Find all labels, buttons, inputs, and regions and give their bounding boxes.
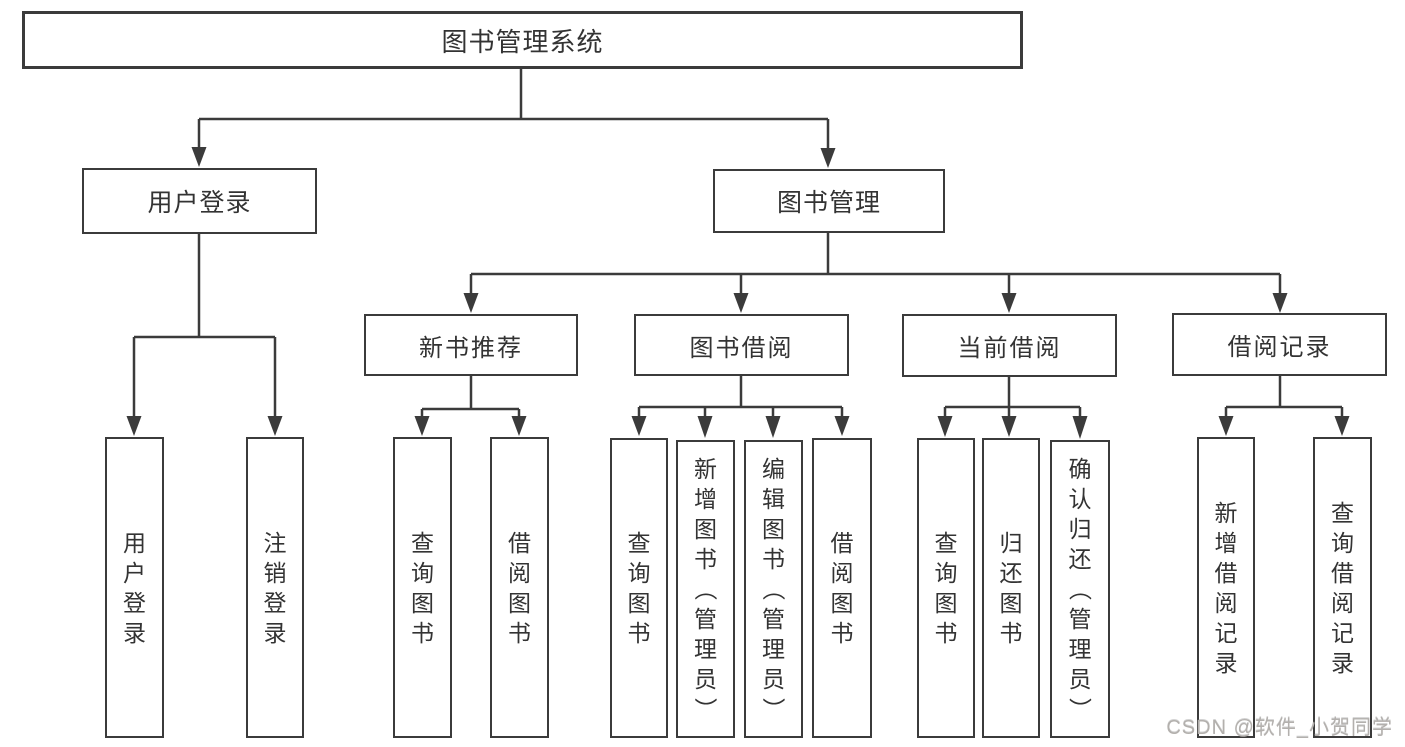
- arrowheads-level3: [463, 293, 1288, 313]
- connector-newbook-to-leaves: [420, 376, 521, 419]
- leaf-current-query-book: 查询图书: [917, 438, 975, 738]
- arrowheads-userlogin-leaves: [126, 416, 283, 436]
- arrowheads-level2: [191, 147, 836, 168]
- arrowheads-borrow-leaves: [631, 416, 850, 438]
- node-current-borrowing: 当前借阅: [902, 314, 1117, 377]
- leaf-user-login: 用户登录: [105, 437, 164, 738]
- connector-borrow-to-leaves: [637, 376, 844, 419]
- connector-current-to-leaves: [943, 377, 1082, 419]
- leaf-borrowing-borrow-book: 借阅图书: [812, 438, 872, 738]
- leaf-borrowing-add-book-admin: 新增图书（管理员）: [676, 440, 735, 738]
- leaf-logout: 注销登录: [246, 437, 304, 738]
- leaf-current-confirm-return-admin: 确认归还（管理员）: [1050, 440, 1110, 738]
- node-user-login: 用户登录: [82, 168, 317, 234]
- node-book-borrowing: 图书借阅: [634, 314, 849, 376]
- arrowheads-newbook-leaves: [414, 416, 527, 436]
- node-book-management: 图书管理: [713, 169, 945, 233]
- leaf-current-return-book: 归还图书: [982, 438, 1040, 738]
- leaf-recommend-borrow-book: 借阅图书: [490, 437, 549, 738]
- leaf-records-query-record: 查询借阅记录: [1313, 437, 1372, 738]
- node-new-book-recommend: 新书推荐: [364, 314, 578, 376]
- watermark: CSDN @软件_小贺同学: [1166, 717, 1393, 739]
- leaf-borrowing-query-book: 查询图书: [610, 438, 668, 738]
- connector-bookmgmt-to-level3: [469, 233, 1282, 296]
- connector-root-to-level2: [197, 66, 830, 151]
- connector-userlogin-to-leaves: [132, 234, 277, 419]
- node-library-system: 图书管理系统: [22, 11, 1023, 69]
- leaf-recommend-query-book: 查询图书: [393, 437, 452, 738]
- arrowheads-records-leaves: [1218, 416, 1350, 436]
- node-borrow-records: 借阅记录: [1172, 313, 1387, 376]
- leaf-records-add-record: 新增借阅记录: [1197, 437, 1255, 738]
- arrowheads-current-leaves: [937, 416, 1088, 439]
- leaf-borrowing-edit-book-admin: 编辑图书（管理员）: [744, 440, 803, 738]
- connector-records-to-leaves: [1224, 376, 1344, 419]
